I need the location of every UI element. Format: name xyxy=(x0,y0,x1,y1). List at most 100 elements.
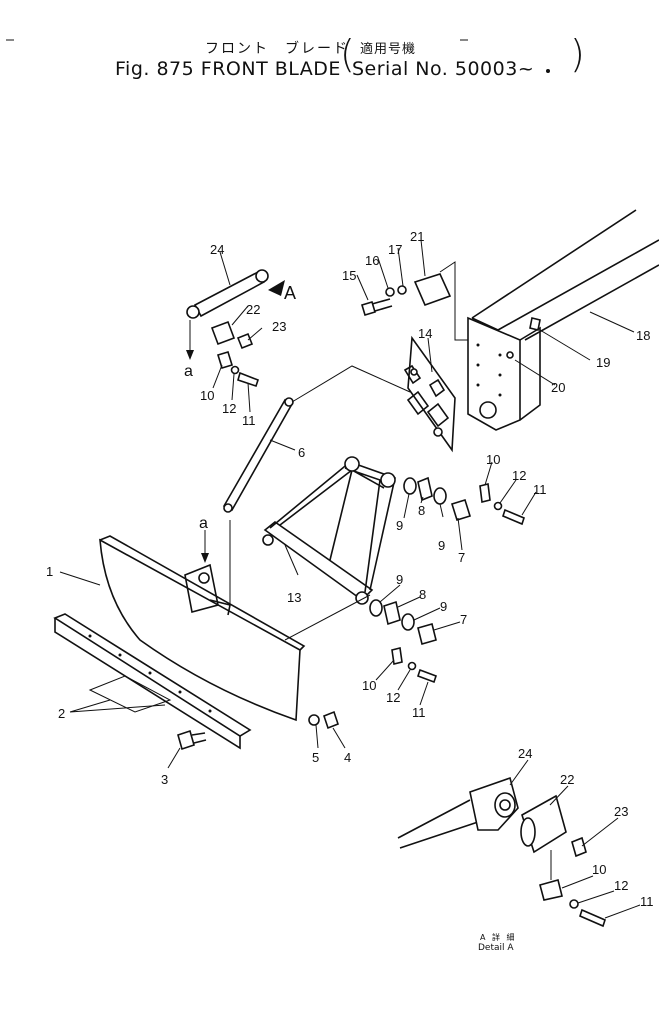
callout-1: 1 xyxy=(46,564,53,579)
open-paren-icon: ( xyxy=(340,32,355,76)
callout-18-frame: 18 xyxy=(636,328,650,343)
washer-part-16 xyxy=(385,287,395,297)
arrow-a-head-icon-2 xyxy=(201,553,209,563)
detail-a-drawing xyxy=(397,776,606,928)
pin-part-7 xyxy=(450,499,472,521)
leader-blade-frame xyxy=(284,594,371,641)
serial-number: Serial No. 50003~ xyxy=(352,58,535,80)
connection-marker-a-2: a xyxy=(199,515,208,532)
hardware-lower xyxy=(369,599,438,684)
callout-22-detail: 22 xyxy=(560,772,574,787)
callout-22: 22 xyxy=(246,302,260,317)
view-marker-A: A xyxy=(284,283,296,303)
bolt-part-11 xyxy=(237,371,259,388)
pin-part-7b xyxy=(417,623,437,645)
callout-20: 20 xyxy=(551,380,565,395)
callout-12: 12 xyxy=(512,468,526,483)
title-japanese-serial: 適用号機 xyxy=(360,42,417,57)
callout-4: 4 xyxy=(344,750,351,765)
callout-24-detail: 24 xyxy=(518,746,532,761)
callout-17: 17 xyxy=(388,242,402,257)
nut-part-4 xyxy=(323,710,339,730)
callout-23: 23 xyxy=(272,319,286,334)
washer-part-12c xyxy=(407,661,417,671)
view-arrow-icon xyxy=(268,280,285,296)
a-frame-part-13 xyxy=(262,456,396,605)
washer-part-5 xyxy=(308,714,320,726)
callout-10-top: 10 xyxy=(200,388,214,403)
callout-11-top: 11 xyxy=(242,413,256,428)
callout-23-detail: 23 xyxy=(614,804,628,819)
washer-part-17 xyxy=(397,285,407,295)
callout-9-lower-b: 9 xyxy=(440,599,447,614)
collar-part-8 xyxy=(417,476,433,502)
callout-9-lower: 9 xyxy=(396,572,403,587)
frame-beam-part-18 xyxy=(467,209,659,431)
bolt-part-15 xyxy=(361,298,393,316)
washer-part-12b xyxy=(493,501,503,511)
callout-8-lower: 8 xyxy=(419,587,426,602)
bushing-part-9b xyxy=(433,487,447,505)
bolt-part-3 xyxy=(177,729,195,751)
callout-12-detail: 12 xyxy=(614,878,628,893)
figure-title: Fig. 875 FRONT BLADE xyxy=(115,58,341,80)
bolt-part-11c xyxy=(416,668,438,684)
leader-cylinder-bracket xyxy=(291,365,411,403)
callout-2: 2 xyxy=(58,706,65,721)
callout-11: 11 xyxy=(533,482,547,497)
callout-15: 15 xyxy=(342,268,356,283)
callout-6: 6 xyxy=(298,445,305,460)
callout-14: 14 xyxy=(418,326,432,341)
callout-8: 8 xyxy=(418,503,425,518)
callout-16: 16 xyxy=(365,253,379,268)
cutting-edge-part-2 xyxy=(53,613,252,750)
callout-12-top: 12 xyxy=(222,401,236,416)
bushing-part-9d xyxy=(401,613,415,631)
pin-part-22 xyxy=(210,320,236,346)
collar-part-8b xyxy=(383,600,401,626)
bushing-part-9 xyxy=(403,477,417,495)
callout-labels: 1 2 3 4 5 6 7 8 9 9 10 11 12 13 14 15 16… xyxy=(46,229,654,909)
connection-marker-a: a xyxy=(184,363,193,380)
cover-plate-part-21 xyxy=(413,273,452,307)
callout-leaders xyxy=(59,239,641,919)
lock-plate-part-10 xyxy=(216,351,234,369)
detail-label-japanese: A 詳 細 xyxy=(480,933,517,942)
callout-5: 5 xyxy=(312,750,319,765)
callout-9-upper-b: 9 xyxy=(438,538,445,553)
bracket-part-14 xyxy=(403,335,456,453)
lock-plate-part-10b xyxy=(479,483,491,503)
hardware-upper xyxy=(403,476,525,526)
bolt-part-23 xyxy=(236,332,254,350)
bushing-part-9c xyxy=(369,599,383,617)
callout-11-detail: 11 xyxy=(640,894,654,909)
callout-11-lower: 11 xyxy=(412,705,426,720)
callout-12-lower: 12 xyxy=(386,690,400,705)
cylinder-part-24 xyxy=(186,269,269,319)
callout-3: 3 xyxy=(161,772,168,787)
callout-7: 7 xyxy=(458,550,465,565)
blade-part-1 xyxy=(99,535,306,722)
callout-19: 19 xyxy=(596,355,610,370)
stray-dot xyxy=(546,69,550,73)
detail-label: Detail A xyxy=(478,943,514,953)
callout-9: 9 xyxy=(396,518,403,533)
callout-18: 21 xyxy=(410,229,424,244)
bolt-shank-part-3 xyxy=(191,732,207,744)
title-japanese-name: フロント ブレード xyxy=(205,41,349,57)
leader-frame-link xyxy=(439,261,468,341)
close-paren-icon: ) xyxy=(570,32,585,76)
callout-10: 10 xyxy=(486,452,500,467)
callout-10-detail: 10 xyxy=(592,862,606,877)
callout-13: 13 xyxy=(287,590,301,605)
lock-plate-part-10c xyxy=(391,647,403,665)
washer-part-12 xyxy=(230,365,240,375)
callout-24: 24 xyxy=(210,242,224,257)
callout-10-lower: 10 xyxy=(362,678,376,693)
arrow-a-head-icon xyxy=(186,350,194,360)
callout-7-lower: 7 xyxy=(460,612,467,627)
cutting-edge-segment-outline xyxy=(88,675,172,713)
bolt-part-11b xyxy=(502,508,525,526)
